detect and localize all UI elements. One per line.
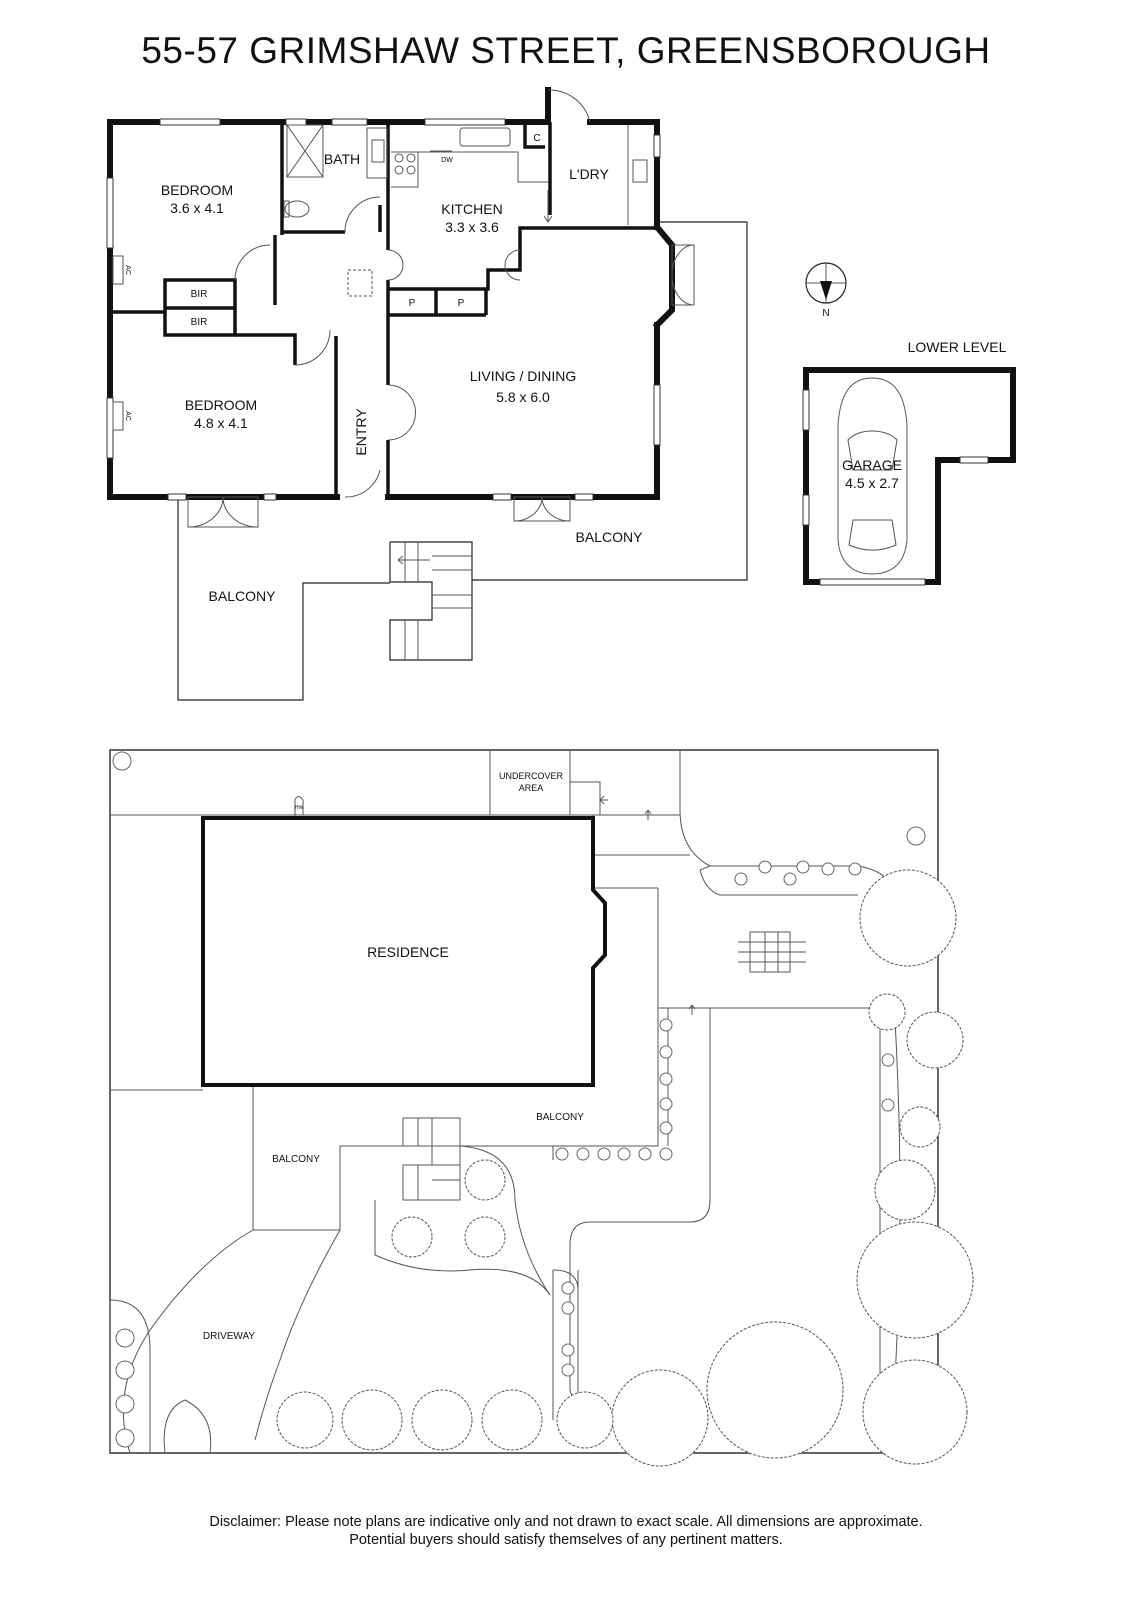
shrub-icon — [555, 1147, 569, 1161]
ac-label-2: AC — [124, 411, 131, 421]
tree-icon — [611, 1369, 709, 1467]
tree-icon — [868, 993, 906, 1031]
room-label-left-balcony: BALCONY — [209, 588, 277, 604]
room-label-living-dining: LIVING / DINING — [470, 368, 577, 384]
shrub-icon — [115, 1328, 135, 1348]
cupboard-label: C — [533, 133, 540, 144]
car-icon — [837, 377, 908, 575]
site-stairs — [402, 1117, 461, 1201]
shrub-icon — [659, 1045, 673, 1059]
interior-walls — [110, 122, 657, 497]
hot-water-label: HW — [295, 805, 304, 811]
compass-north-label: N — [822, 308, 829, 319]
lower-level-plan: LOWER LEVEL GARAGE 4.5 x 2.7 — [802, 339, 1016, 586]
shrub-icon — [783, 872, 797, 886]
room-label-right-balcony: BALCONY — [576, 529, 644, 545]
shrub-icon — [659, 1121, 673, 1135]
shrub-icon — [659, 1018, 673, 1032]
garage-size: 4.5 x 2.7 — [845, 475, 899, 491]
room-size-bedroom-2: 4.8 x 4.1 — [194, 415, 248, 431]
shrub-icon — [906, 826, 926, 846]
undercover-label-1: UNDERCOVER — [499, 771, 564, 781]
shrub-icon — [758, 860, 772, 874]
driveway-label: DRIVEWAY — [203, 1331, 256, 1342]
undercover-label-2: AREA — [519, 783, 544, 793]
right-balcony-outline — [472, 221, 748, 581]
shrub-icon — [112, 751, 132, 771]
shrub-icon — [576, 1147, 590, 1161]
paving-icon — [738, 931, 806, 973]
room-size-living-dining: 5.8 x 6.0 — [496, 389, 550, 405]
tree-icon — [906, 1011, 964, 1069]
shrub-icon — [659, 1072, 673, 1086]
room-label-kitchen: KITCHEN — [441, 201, 502, 217]
tree-icon — [874, 1159, 936, 1221]
residence-outline — [201, 816, 607, 1087]
tree-icon — [862, 1359, 968, 1465]
tree-icon — [464, 1216, 506, 1258]
shrub-icon — [881, 1098, 895, 1112]
disclaimer-line-2: Potential buyers should satisfy themselv… — [349, 1532, 783, 1548]
tree-icon — [464, 1159, 506, 1201]
tree-icon — [276, 1391, 334, 1449]
disclaimer-line-1: Disclaimer: Please note plans are indica… — [209, 1514, 923, 1530]
north-compass-icon: N — [805, 262, 847, 319]
pantry-label-1: P — [409, 298, 416, 309]
property-boundary — [109, 749, 939, 1454]
tree-icon — [481, 1389, 543, 1451]
dishwasher-label: DW — [441, 157, 453, 164]
shrub-icon — [597, 1147, 611, 1161]
room-size-bedroom-1: 3.6 x 4.1 — [170, 200, 224, 216]
french-doors — [187, 244, 695, 528]
page-title: 55-57 GRIMSHAW STREET, GREENSBOROUGH — [141, 30, 991, 71]
shrub-icon — [561, 1363, 575, 1377]
lower-level-label: LOWER LEVEL — [908, 339, 1007, 355]
disclaimer: Disclaimer: Please note plans are indica… — [0, 1513, 1132, 1549]
shrub-icon — [821, 862, 835, 876]
bir-label-1: BIR — [191, 289, 208, 300]
ac-label-1: AC — [124, 265, 131, 275]
shrub-icon — [881, 1053, 895, 1067]
garden-plants — [112, 751, 974, 1467]
room-label-bath: BATH — [324, 151, 360, 167]
shrub-icon — [115, 1360, 135, 1380]
shrub-icon — [561, 1281, 575, 1295]
site-balcony-right-label: BALCONY — [536, 1112, 584, 1123]
tree-icon — [556, 1391, 614, 1449]
residence-label: RESIDENCE — [367, 944, 449, 960]
shrub-icon — [659, 1147, 673, 1161]
room-label-entry: ENTRY — [353, 408, 369, 456]
shrub-icon — [796, 860, 810, 874]
tree-icon — [411, 1389, 473, 1451]
tree-icon — [856, 1221, 974, 1339]
bir-label-2: BIR — [191, 317, 208, 328]
tree-icon — [706, 1321, 844, 1459]
room-label-bedroom-1: BEDROOM — [161, 182, 233, 198]
shrub-icon — [115, 1394, 135, 1414]
shrub-icon — [561, 1343, 575, 1357]
pantry-label-2: P — [458, 298, 465, 309]
tree-icon — [341, 1389, 403, 1451]
upper-floor-plan: BEDROOM 3.6 x 4.1 BEDROOM 4.8 x 4.1 BATH… — [106, 87, 847, 701]
tree-icon — [899, 1106, 941, 1148]
shrub-icon — [115, 1428, 135, 1448]
shrub-icon — [617, 1147, 631, 1161]
shrub-icon — [561, 1301, 575, 1315]
room-label-laundry: L'DRY — [569, 166, 609, 182]
tree-icon — [391, 1216, 433, 1258]
stairs — [389, 541, 473, 661]
left-balcony-outline — [177, 497, 390, 701]
shrub-icon — [659, 1097, 673, 1111]
room-label-bedroom-2: BEDROOM — [185, 397, 257, 413]
shrub-icon — [734, 872, 748, 886]
site-plan: RESIDENCE UNDERCOVER AREA HW BALCONY BAL… — [109, 749, 974, 1467]
tree-icon — [859, 869, 957, 967]
site-balcony-left-label: BALCONY — [272, 1154, 320, 1165]
garage-label: GARAGE — [842, 457, 902, 473]
room-size-kitchen: 3.3 x 3.6 — [445, 219, 499, 235]
shrub-icon — [848, 862, 862, 876]
shrub-icon — [638, 1147, 652, 1161]
